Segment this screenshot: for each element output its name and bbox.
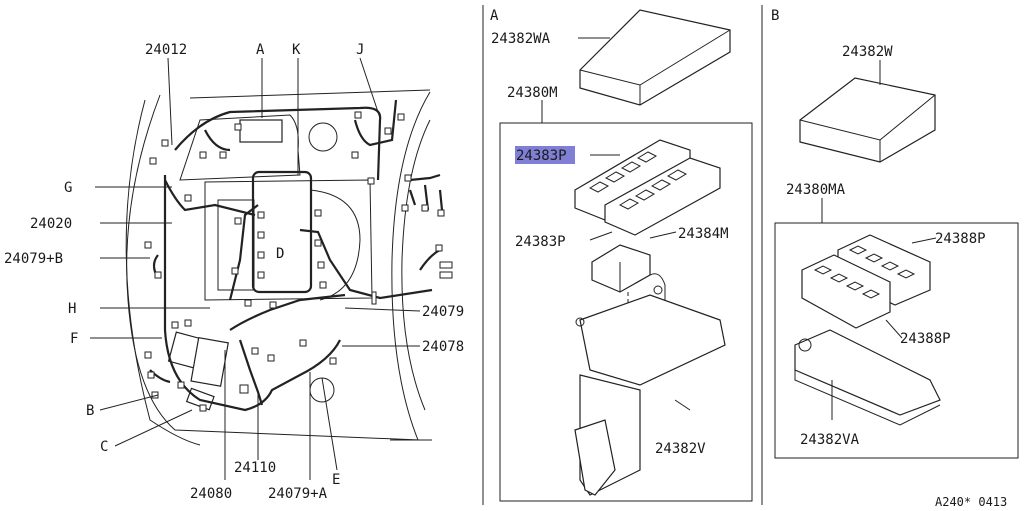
relay-block-24383p (574, 139, 721, 236)
bracket-24382v (574, 273, 726, 496)
assembly-box-24380m (499, 122, 753, 502)
callout-24079-b: 24079+B (4, 251, 63, 267)
bracket-24382va (794, 329, 941, 426)
label-24383p-bottom: 24383P (515, 234, 566, 250)
label-24382wa: 24382WA (491, 31, 551, 47)
callout-24020: 24020 (30, 216, 72, 232)
callout-24079: 24079 (422, 304, 464, 320)
label-24380m: 24380M (507, 85, 558, 101)
section-a: A 24382WA 24380M 24383P 2 (490, 8, 753, 502)
assembly-box-24380ma (774, 222, 1019, 459)
callout-24078: 24078 (422, 339, 464, 355)
callout-k: K (292, 42, 301, 58)
label-24383p-top: 24383P (516, 148, 567, 164)
label-24388p-top: 24388P (935, 231, 986, 247)
callout-24079-a: 24079+A (268, 486, 328, 502)
label-24382v: 24382V (655, 441, 706, 457)
vehicle-harness-view (90, 57, 453, 480)
diagram-code: A240* 0413 (935, 495, 1007, 509)
section-b-letter: B (771, 8, 779, 24)
callout-d: D (276, 246, 284, 262)
section-b: B 24382W 24380MA 24388P 24388P (771, 8, 1019, 459)
callout-b: B (86, 403, 94, 419)
relay-block-24388p (801, 234, 931, 329)
section-a-letter: A (490, 8, 499, 24)
callout-g: G (64, 180, 72, 196)
callout-j: J (356, 42, 364, 58)
callout-e: E (332, 472, 340, 488)
panel-dividers (482, 5, 763, 505)
callout-leaders (90, 57, 421, 480)
callout-24110: 24110 (234, 460, 276, 476)
label-24380ma: 24380MA (786, 182, 846, 198)
callout-a: A (256, 42, 265, 58)
label-24382w: 24382W (842, 44, 893, 60)
callout-24080: 24080 (190, 486, 232, 502)
fuse-box-cover-b (799, 77, 936, 163)
highlight-24383 (515, 146, 575, 164)
fuse-box-cover-a (579, 9, 731, 106)
label-24382va: 24382VA (800, 432, 860, 448)
callout-c: C (100, 439, 108, 455)
callout-h: H (68, 301, 76, 317)
label-24384m: 24384M (678, 226, 729, 242)
callout-24012: 24012 (145, 42, 187, 58)
left-callout-labels: 24012 A K J G 24020 24079+B H F B C 2407… (4, 42, 464, 502)
callout-f: F (70, 331, 78, 347)
label-24388p-bottom: 24388P (900, 331, 951, 347)
